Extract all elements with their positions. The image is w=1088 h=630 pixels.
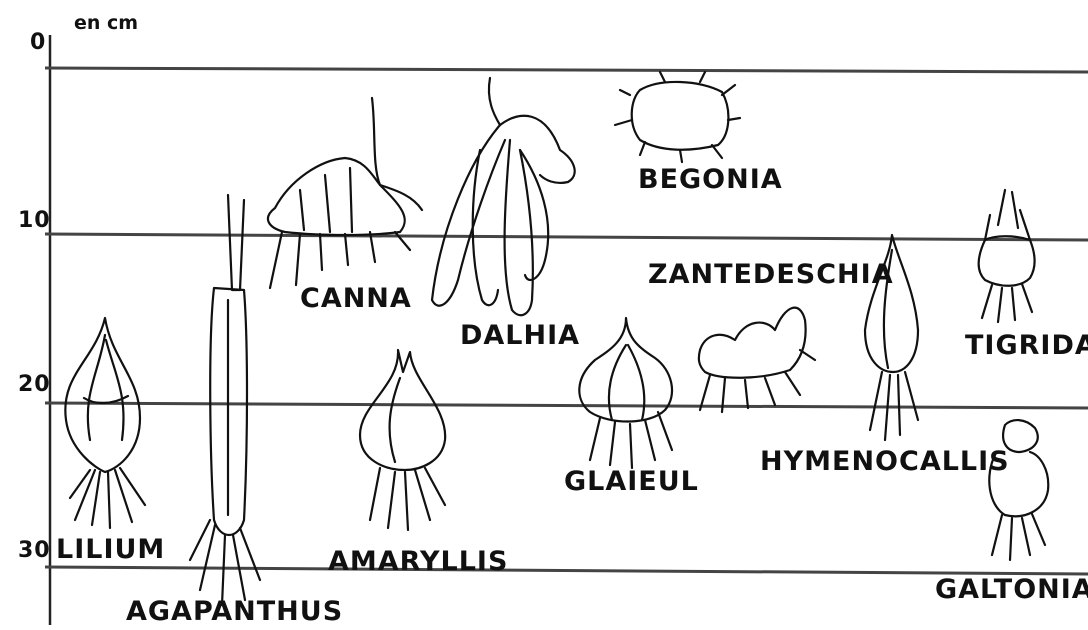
- plant-label-zantedeschia: ZANTEDESCHIA: [648, 259, 894, 290]
- lilium-bulb-icon: [65, 318, 145, 528]
- begonia-tuber-icon: [615, 72, 740, 162]
- scale-tick-30: 30: [18, 538, 51, 563]
- plant-label-glaieul: GLAIEUL: [564, 466, 699, 497]
- scale-tick-10: 10: [18, 208, 51, 233]
- depth-line-10: [45, 234, 1088, 240]
- plant-label-tigrida: TIGRIDA: [965, 330, 1088, 361]
- plant-label-hymenocallis: HYMENOCALLIS: [760, 446, 1010, 477]
- glaieul-corm-icon: [579, 318, 672, 468]
- galtonia-bulb-icon: [989, 420, 1048, 560]
- depth-line-20: [45, 403, 1088, 408]
- canna-rhizome-icon: [268, 98, 422, 288]
- plant-label-amaryllis: AMARYLLIS: [328, 546, 508, 577]
- plant-label-agapanthus: AGAPANTHUS: [126, 596, 343, 627]
- scale-tick-0: 0: [30, 30, 46, 55]
- plant-label-lilium: LILIUM: [56, 534, 165, 565]
- scale-tick-20: 20: [18, 372, 51, 397]
- depth-line-0: [45, 68, 1088, 72]
- plant-label-canna: CANNA: [300, 283, 412, 314]
- depth-line-30: [45, 567, 1088, 574]
- dalhia-tuber-icon: [432, 78, 575, 315]
- amaryllis-bulb-icon: [360, 350, 445, 530]
- plant-label-begonia: BEGONIA: [638, 164, 783, 195]
- zantedeschia-rhizome-icon: [699, 308, 815, 412]
- tigrida-bulb-icon: [979, 190, 1035, 322]
- plant-label-galtonia: GALTONIA: [935, 574, 1088, 605]
- agapanthus-rhizome-icon: [190, 195, 260, 605]
- plant-label-dalhia: DALHIA: [460, 320, 580, 351]
- scale-unit-label: en cm: [74, 12, 138, 34]
